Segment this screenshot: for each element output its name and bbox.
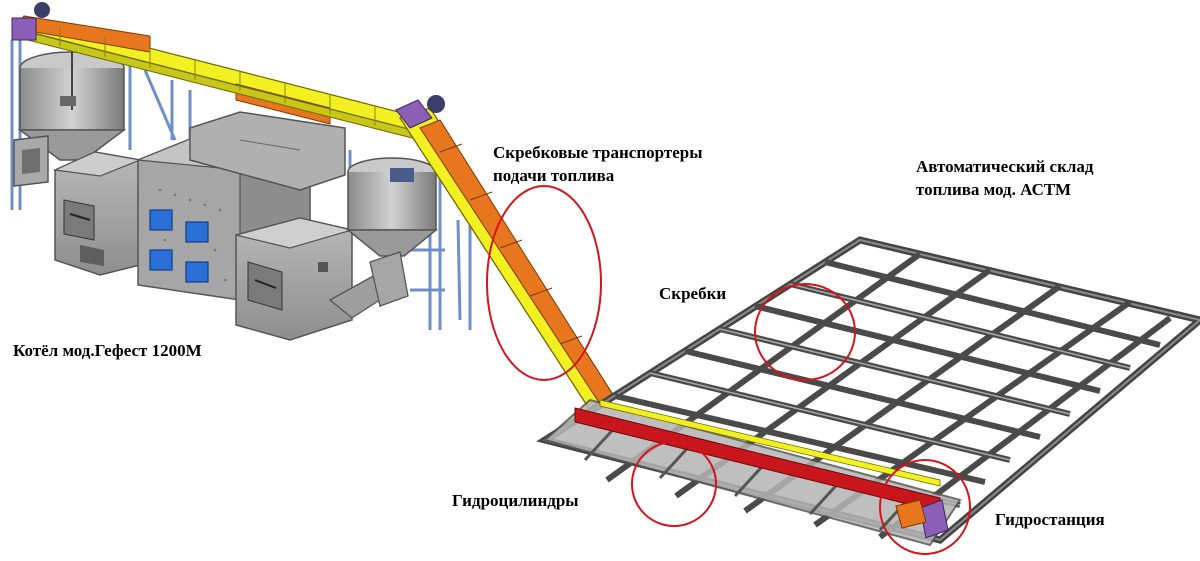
hydraulic-cylinders-label: Гидроцилиндры — [452, 491, 579, 510]
boiler-plant — [10, 40, 472, 341]
top-conveyor-drive — [11, 2, 50, 41]
highlight-circles — [486, 185, 971, 555]
warehouse-label-line1: Автоматический склад — [916, 157, 1094, 176]
hydraulic-station-unit — [895, 499, 949, 539]
inclined-conveyor — [395, 95, 616, 411]
warehouse-label-line2: топлива мод. АСТМ — [916, 180, 1072, 199]
boiler-2 — [235, 217, 355, 341]
cylinders-highlight-circle — [631, 441, 717, 527]
hydraulic-station-label: Гидростанция — [995, 510, 1105, 529]
boiler-1 — [52, 151, 143, 276]
station-highlight-circle — [879, 459, 971, 555]
warehouse-grid — [536, 236, 1200, 547]
feed-auger — [328, 251, 409, 319]
conveyor-highlight-circle — [486, 185, 602, 381]
right-hopper — [345, 157, 439, 257]
scraper-conveyors-label-line2: подачи топлива — [493, 166, 615, 185]
scrapers-highlight-circle — [754, 283, 856, 381]
boiler-label: Котёл мод.Гефест 1200М — [13, 341, 202, 360]
hatch-blue-group — [149, 209, 209, 283]
scrapers-label: Скребки — [659, 284, 727, 303]
carrier-frame — [542, 398, 962, 547]
inclined-conveyor-drive — [395, 95, 445, 129]
scraper-conveyors-label-line1: Скребковые транспортеры — [493, 143, 703, 162]
left-feeder — [13, 135, 49, 187]
upper-block — [189, 111, 346, 191]
top-conveyor — [11, 2, 432, 141]
